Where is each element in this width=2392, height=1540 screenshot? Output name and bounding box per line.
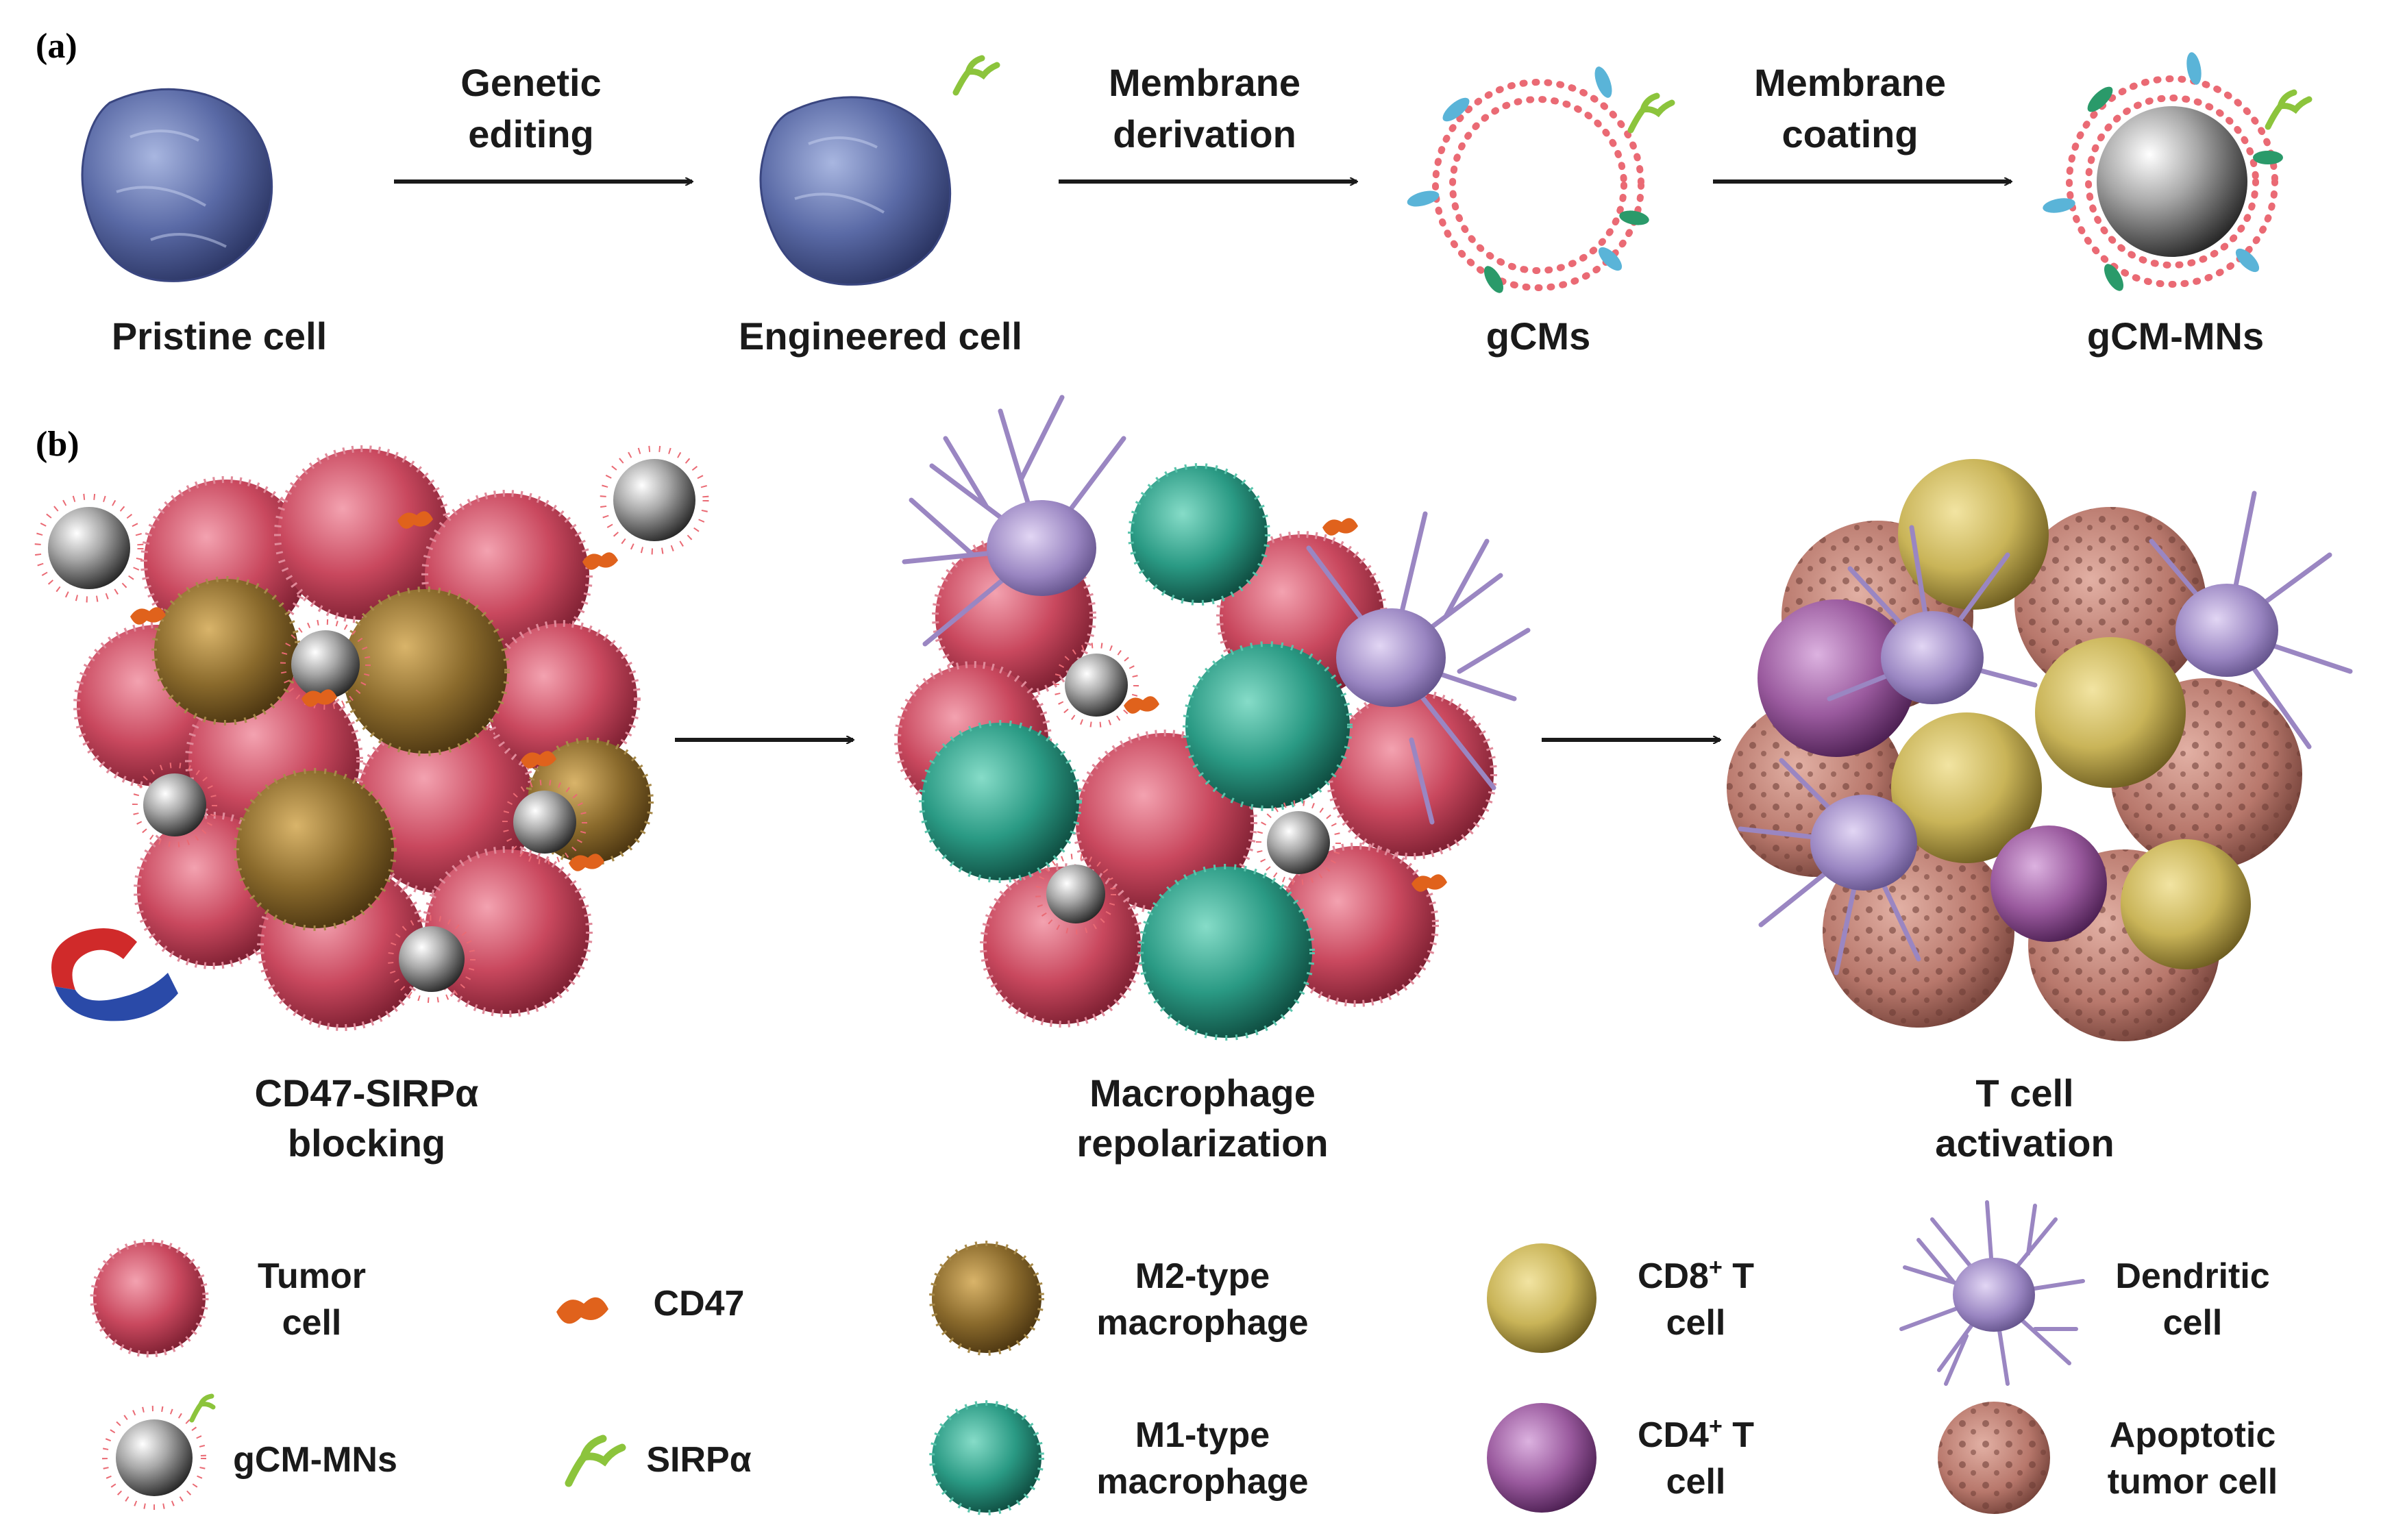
legend-tumor-cell-label-1: Tumor — [258, 1256, 366, 1296]
stage-2-label-1: Macrophage — [1089, 1071, 1316, 1115]
gcms-label: gCMs — [1486, 314, 1590, 358]
engineered-cell-label: Engineered cell — [739, 314, 1022, 358]
legend-cd47-swatch — [556, 1297, 608, 1324]
legend-dendritic-cell-swatch — [1899, 1200, 2085, 1386]
cluster-t-cell-activation — [1727, 459, 2353, 1041]
legend-dendritic-cell-label-2: cell — [2163, 1303, 2223, 1343]
legend-m1-macrophage-swatch — [929, 1400, 1044, 1515]
legend-cd4-t-cell-label-1: CD4+ T — [1638, 1413, 1754, 1455]
legend-gcm-mns-label: gCM-MNs — [233, 1440, 397, 1480]
cluster-macrophage-repolarization — [894, 395, 1531, 1041]
legend-cd8-t-cell-label-1: CD8+ T — [1638, 1254, 1754, 1296]
membrane-derivation-label-2: derivation — [1113, 112, 1296, 156]
panel-a-label: (a) — [36, 27, 77, 66]
legend-apoptotic-tumor-cell-label-1: Apoptotic — [2110, 1415, 2276, 1455]
gcm-vesicle — [1407, 66, 1649, 293]
genetic-editing-label-2: editing — [468, 112, 594, 156]
legend-m1-macrophage-label-1: M1-type — [1135, 1415, 1270, 1455]
legend-tumor-cell-swatch — [90, 1239, 209, 1358]
legend-m2-macrophage-swatch — [929, 1241, 1044, 1356]
membrane-coating-label-1: Membrane — [1754, 61, 1946, 104]
sirpa-icon — [2265, 89, 2313, 130]
stage-3-label-1: T cell — [1975, 1071, 2073, 1115]
gcm-mn-nanoparticle — [2043, 52, 2283, 291]
legend-sirpa-swatch — [565, 1435, 626, 1487]
legend-m1-macrophage-label-2: macrophage — [1096, 1462, 1308, 1502]
legend-dendritic-cell-label-1: Dendritic — [2115, 1256, 2269, 1296]
legend: Tumor cell gCM-MNs CD47 SIRPα M2-type ma… — [90, 1200, 2278, 1515]
legend-tumor-cell-label-2: cell — [282, 1303, 342, 1343]
gcm-mns-label: gCM-MNs — [2087, 314, 2264, 358]
legend-cd4-t-cell-swatch — [1487, 1403, 1596, 1513]
pristine-cell — [81, 88, 273, 282]
legend-gcm-mns-swatch — [102, 1393, 216, 1510]
legend-sirpa-label: SIRPα — [646, 1440, 751, 1480]
legend-m2-macrophage-label-1: M2-type — [1135, 1256, 1270, 1296]
genetic-editing-label-1: Genetic — [460, 61, 601, 104]
legend-apoptotic-tumor-cell-label-2: tumor cell — [2108, 1462, 2278, 1502]
stage-3-label-2: activation — [1935, 1121, 2114, 1165]
legend-cd8-t-cell-label-2: cell — [1666, 1303, 1726, 1343]
stage-1-label-2: blocking — [288, 1121, 445, 1165]
magnet-icon — [51, 928, 178, 1021]
membrane-derivation-label-1: Membrane — [1109, 61, 1300, 104]
sirpa-icon — [952, 55, 1000, 96]
panel-b-label: (b) — [36, 425, 79, 464]
stage-1-label-1: CD47-SIRPα — [255, 1071, 479, 1115]
engineered-cell — [759, 96, 952, 286]
legend-cd47-label: CD47 — [654, 1284, 745, 1324]
membrane-coating-label-2: coating — [1781, 112, 1918, 156]
legend-cd4-t-cell-label-2: cell — [1666, 1462, 1726, 1502]
legend-apoptotic-tumor-cell-swatch — [1938, 1402, 2050, 1514]
stage-2-label-2: repolarization — [1076, 1121, 1328, 1165]
cluster-cd47-blocking — [34, 445, 709, 1031]
legend-cd8-t-cell-swatch — [1487, 1243, 1596, 1353]
legend-m2-macrophage-label-2: macrophage — [1096, 1303, 1308, 1343]
pristine-cell-label: Pristine cell — [112, 314, 327, 358]
sirpa-icon — [1627, 92, 1675, 134]
